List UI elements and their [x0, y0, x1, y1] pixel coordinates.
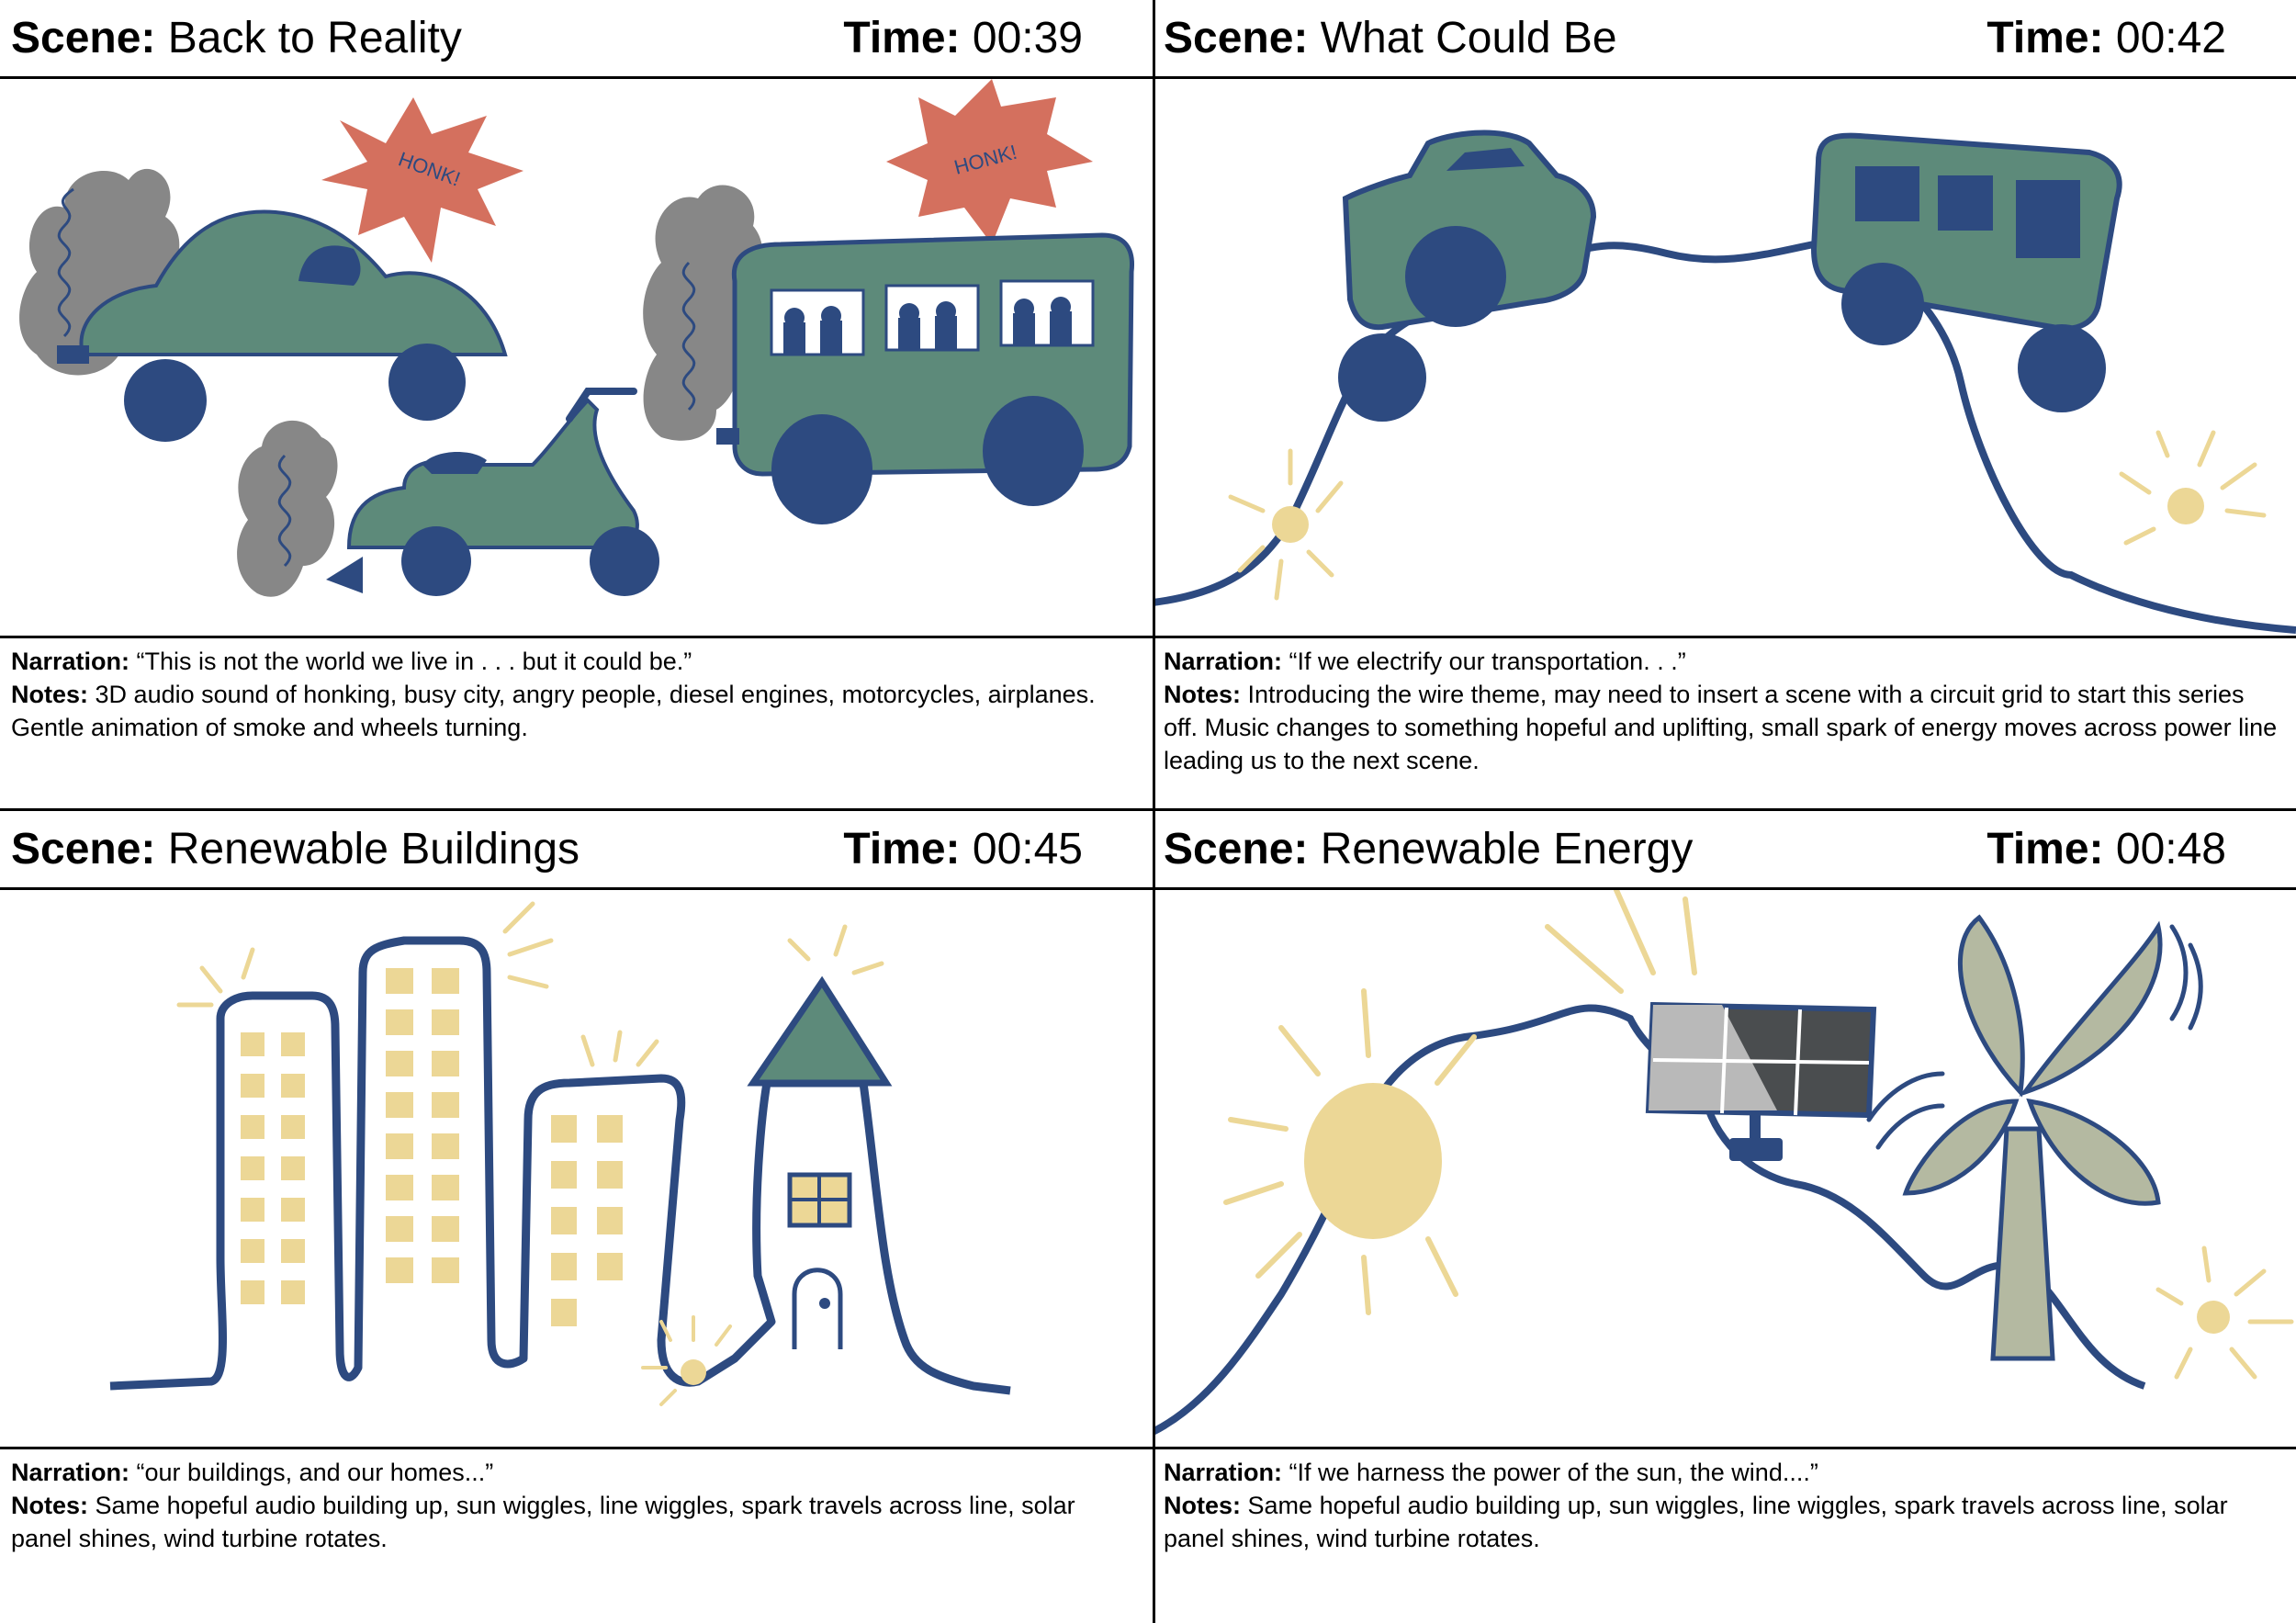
time-value: 00:42 [2115, 14, 2226, 62]
panel-description: Narration: “If we electrify our transpor… [1164, 645, 2278, 777]
honk-burst-icon: HONK! [886, 79, 1093, 244]
narration-text: “This is not the world we live in . . . … [136, 648, 692, 675]
honk-burst-icon: HONK! [321, 97, 523, 263]
narration-line: Narration: “If we electrify our transpor… [1164, 645, 2278, 678]
narration-label: Narration: [11, 648, 130, 675]
car-icon [57, 209, 508, 442]
narration-line: Narration: “our buildings, and our homes… [11, 1456, 1134, 1489]
scene-title: Scene: Back to Reality [11, 6, 462, 72]
spark-icon [1228, 448, 1344, 601]
sparkle-icon [176, 901, 884, 1067]
electric-car-icon [1338, 130, 1597, 422]
scene-title: Scene: What Could Be [1164, 6, 1617, 72]
notes-text: 3D audio sound of honking, busy city, an… [11, 681, 1096, 741]
scene-time: Time: 00:48 [1986, 817, 2226, 883]
solar-panel-icon [1545, 890, 1877, 1161]
panel-description: Narration: “our buildings, and our homes… [11, 1456, 1134, 1555]
spark-icon [2119, 430, 2267, 546]
time-value: 00:39 [972, 14, 1083, 62]
narration-text: “If we electrify our transportation. . .… [1289, 648, 1686, 675]
narration-label: Narration: [11, 1459, 130, 1486]
time-label: Time: [843, 825, 961, 873]
scene-name: Renewable Energy [1320, 825, 1694, 873]
narration-label: Narration: [1164, 648, 1283, 675]
notes-label: Notes: [11, 681, 89, 708]
scene-title: Scene: Renewable Buildings [11, 817, 580, 883]
notes-label: Notes: [1164, 681, 1242, 708]
time-label: Time: [1986, 825, 2104, 873]
spark-icon [2155, 1245, 2294, 1380]
electric-bus-icon [1810, 132, 2122, 412]
notes-label: Notes: [1164, 1492, 1242, 1519]
notes-text: Same hopeful audio building up, sun wigg… [11, 1492, 1075, 1552]
narration-line: Narration: “This is not the world we liv… [11, 645, 1134, 678]
storyboard-panel-4: Scene: Renewable Energy Time: 00:48 [1153, 811, 2296, 1622]
scene-name: What Could Be [1320, 14, 1617, 62]
scene-label: Scene: [1164, 14, 1309, 62]
scene-name: Renewable Buildings [167, 825, 580, 873]
notes-text: Same hopeful audio building up, sun wigg… [1164, 1492, 2228, 1552]
sun-icon [1223, 988, 1477, 1315]
notes-text: Introducing the wire theme, may need to … [1164, 681, 2278, 774]
storyboard-panel-2: Scene: What Could Be Time: 00:42 [1153, 0, 2296, 811]
time-value: 00:45 [972, 825, 1083, 873]
wind-turbine-icon [1866, 914, 2203, 1361]
scene-time: Time: 00:42 [1986, 6, 2226, 72]
scene-time: Time: 00:39 [843, 6, 1083, 72]
scene-label: Scene: [11, 14, 156, 62]
scene-illustration-renewable-energy [1153, 890, 2296, 1449]
scene-illustration-buildings [0, 890, 1153, 1449]
scene-title: Scene: Renewable Energy [1164, 817, 1693, 883]
storyboard-panel-3: Scene: Renewable Buildings Time: 00:45 [0, 811, 1153, 1622]
notes-line: Notes: Same hopeful audio building up, s… [11, 1489, 1134, 1555]
building-windows [241, 968, 623, 1326]
panel-header: Scene: Renewable Buildings Time: 00:45 [0, 811, 1153, 890]
scene-label: Scene: [11, 825, 156, 873]
panel-description: Narration: “If we harness the power of t… [1164, 1456, 2278, 1555]
narration-label: Narration: [1164, 1459, 1283, 1486]
motorcycle-icon [326, 388, 659, 596]
narration-text: “If we harness the power of the sun, the… [1289, 1459, 1818, 1486]
spark-icon [641, 1315, 732, 1406]
panel-header: Scene: What Could Be Time: 00:42 [1153, 0, 2296, 79]
smoke-cloud-icon [237, 420, 338, 597]
narration-text: “our buildings, and our homes...” [136, 1459, 494, 1486]
grid-divider-vertical [1153, 0, 1155, 1623]
house-icon [747, 975, 893, 1349]
panel-header: Scene: Back to Reality Time: 00:39 [0, 0, 1153, 79]
notes-line: Notes: 3D audio sound of honking, busy c… [11, 678, 1134, 744]
time-label: Time: [843, 14, 961, 62]
scene-name: Back to Reality [167, 14, 462, 62]
bus-icon [716, 232, 1135, 524]
building-outline [109, 936, 1011, 1395]
notes-line: Notes: Introducing the wire theme, may n… [1164, 678, 2278, 777]
scene-time: Time: 00:45 [843, 817, 1083, 883]
power-line [1153, 240, 2296, 634]
time-value: 00:48 [2115, 825, 2226, 873]
panel-header: Scene: Renewable Energy Time: 00:48 [1153, 811, 2296, 890]
notes-label: Notes: [11, 1492, 89, 1519]
scene-illustration-traffic: HONK! HONK! [0, 79, 1153, 638]
narration-line: Narration: “If we harness the power of t… [1164, 1456, 2278, 1489]
grid-divider-horizontal [0, 808, 2296, 811]
scene-illustration-electric-vehicles [1153, 79, 2296, 638]
storyboard-panel-1: Scene: Back to Reality Time: 00:39 [0, 0, 1153, 811]
power-line [1153, 1004, 2146, 1436]
scene-label: Scene: [1164, 825, 1309, 873]
panel-description: Narration: “This is not the world we liv… [11, 645, 1134, 744]
notes-line: Notes: Same hopeful audio building up, s… [1164, 1489, 2278, 1555]
time-label: Time: [1986, 14, 2104, 62]
